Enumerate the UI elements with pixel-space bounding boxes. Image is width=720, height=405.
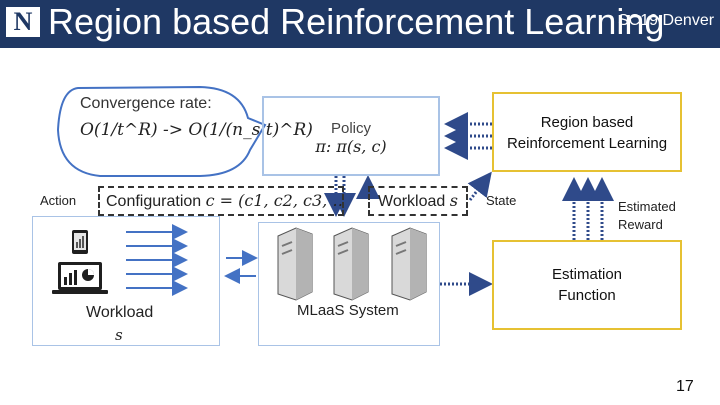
estimated-reward-label: Estimated Reward: [618, 198, 676, 234]
slide-title: Region based Reinforcement Learning: [48, 1, 665, 42]
configuration-box: Configuration c = (c1, c2, c3, … ): [98, 186, 344, 216]
conference-tag: SC19 Denver: [618, 12, 715, 29]
workload-state-label: Workload: [378, 193, 446, 210]
title-bar: [0, 0, 720, 48]
rl-box-line2: Reinforcement Learning: [506, 135, 668, 152]
configuration-formula: c = (c1, c2, c3, … ): [205, 191, 342, 210]
laptop-icon: [52, 262, 108, 294]
workload-panel-symbol: s: [115, 326, 123, 344]
mlaas-system-label: MLaaS System: [297, 302, 399, 319]
state-arrow: [467, 171, 492, 201]
state-label: State: [486, 193, 517, 208]
rl-box: Region based Reinforcement Learning: [492, 92, 682, 172]
configuration-label: Configuration: [106, 193, 202, 210]
server-icon: [277, 227, 313, 301]
policy-box: Policy π: π(s, c): [262, 96, 440, 176]
rl-box-line1: Region based: [540, 114, 634, 131]
workload-panel: [32, 216, 220, 346]
convergence-heading: Convergence rate:: [80, 95, 212, 112]
reward-line2: Reward: [618, 217, 663, 232]
estimation-function-box: Estimation Function: [492, 240, 682, 330]
workload-panel-label: Workload: [86, 304, 154, 321]
university-logo-icon: N: [6, 7, 40, 37]
estimation-line1: Estimation: [551, 266, 623, 283]
page-number: 17: [676, 378, 694, 395]
mlaas-system-panel: [258, 222, 440, 346]
reward-arrows: [562, 177, 614, 240]
policy-formula: π: π(s, c): [315, 137, 387, 156]
action-label: Action: [40, 193, 77, 208]
rl-to-policy-arrows: [444, 112, 492, 160]
thought-bubble: [56, 85, 267, 177]
workload-state-symbol: s: [449, 191, 458, 210]
workload-arrows: [126, 224, 258, 296]
policy-label: Policy: [330, 120, 371, 137]
policy-to-config-arrows: [324, 175, 380, 217]
server-icon: [391, 227, 427, 301]
convergence-formula: O(1/t^R) -> O(1/(n_s t)^R): [80, 120, 313, 140]
reward-line1: Estimated: [618, 199, 676, 214]
tablet-icon: [72, 230, 88, 254]
estimation-line2: Function: [558, 287, 616, 304]
workload-state-box: Workload s: [368, 186, 468, 216]
server-icon: [333, 227, 369, 301]
